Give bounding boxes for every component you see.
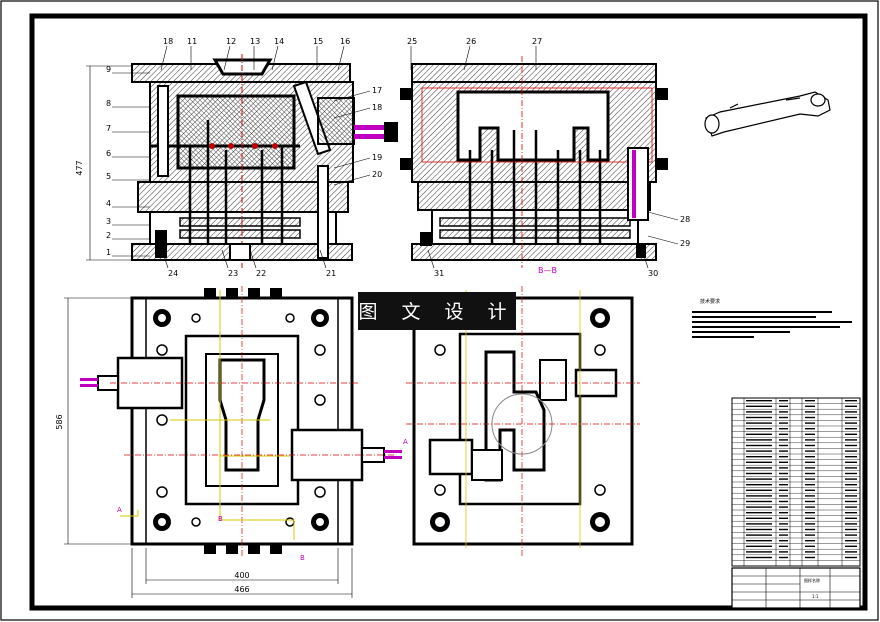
part-number: 18 <box>372 103 382 112</box>
part-callout: 6 <box>106 149 150 158</box>
plan-view-moving-half <box>80 286 402 558</box>
watermark-text: 图 文 设 计 <box>358 301 515 323</box>
part-number: 11 <box>187 37 197 46</box>
watermark: 图 文 设 计 <box>358 292 516 330</box>
technical-notes: 技术要求 <box>692 298 852 338</box>
part-callout: 28 <box>647 211 690 224</box>
part-number: 31 <box>434 269 444 278</box>
view-marker-a-right: A <box>403 438 408 446</box>
part-number: 7 <box>106 124 111 133</box>
part-callout: 19 <box>333 153 382 169</box>
part-callout: 15 <box>313 37 323 70</box>
side-section-view <box>400 56 668 268</box>
part-number: 26 <box>466 37 476 46</box>
inner-frame <box>29 13 868 611</box>
part-number: 14 <box>274 37 284 46</box>
part-callout: 24 <box>161 249 178 278</box>
top-part-callouts: 18 11 12 13 14 15 16 25 26 27 <box>160 37 542 71</box>
part-number: 17 <box>372 86 382 95</box>
part-number: 1 <box>106 248 111 257</box>
part-callout: 18 <box>333 103 382 119</box>
part-callout: 20 <box>333 170 382 186</box>
bottom-part-callouts: 24 23 22 21 31 30 <box>161 249 658 278</box>
part-callout: 3 <box>106 217 150 226</box>
part-callout: 21 <box>319 249 336 278</box>
part-callout: 1 <box>106 248 150 257</box>
part-number: 29 <box>680 239 690 248</box>
part-number: 3 <box>106 217 111 226</box>
part-number: 5 <box>106 172 111 181</box>
dim-height-main-text: 477 <box>75 160 84 175</box>
part-callout: 13 <box>250 37 260 70</box>
part-callout: 18 <box>160 37 173 71</box>
product-isometric <box>704 91 831 137</box>
dim-width-outer-text: 466 <box>234 585 249 594</box>
part-number: 30 <box>648 269 658 278</box>
part-callout: 17 <box>333 86 382 102</box>
part-callout: 12 <box>223 37 236 71</box>
plan-view-fixed-half <box>406 286 640 558</box>
dimension-height-main <box>86 65 132 261</box>
dim-width-inner-text: 400 <box>234 571 249 580</box>
bill-of-materials <box>731 397 861 567</box>
view-marker-b-mid: B <box>218 515 223 523</box>
left-part-callouts: 1 2 3 4 5 6 7 8 9 <box>106 65 150 257</box>
part-callout: 16 <box>337 37 350 71</box>
part-number: 25 <box>407 37 417 46</box>
part-callout: 2 <box>106 231 150 240</box>
part-callout: 14 <box>271 37 284 71</box>
part-number: 24 <box>168 269 178 278</box>
part-number: 27 <box>532 37 542 46</box>
part-callout: 22 <box>249 249 266 278</box>
title-block: 图样名称 1:1 <box>731 567 861 609</box>
part-number: 22 <box>256 269 266 278</box>
part-callout: 7 <box>106 124 150 133</box>
titleblock-scale: 1:1 <box>812 594 819 599</box>
part-number: 6 <box>106 149 111 158</box>
right-callouts-main: 17 18 19 20 <box>333 86 382 186</box>
part-number: 15 <box>313 37 323 46</box>
part-callout: 4 <box>106 199 150 208</box>
part-number: 28 <box>680 215 690 224</box>
part-number: 2 <box>106 231 111 240</box>
section-label: B—B <box>538 266 557 275</box>
part-callout: 29 <box>647 235 690 248</box>
part-callout: 23 <box>221 249 238 278</box>
part-number: 8 <box>106 99 111 108</box>
part-callout: 11 <box>187 37 197 70</box>
dimension-plan <box>64 297 353 598</box>
part-number: 4 <box>106 199 111 208</box>
part-number: 9 <box>106 65 111 74</box>
front-section-view <box>131 54 398 268</box>
part-number: 19 <box>372 153 382 162</box>
part-callout: 8 <box>106 99 150 108</box>
right-callouts-side: 28 29 <box>647 211 690 248</box>
part-number: 16 <box>340 37 350 46</box>
part-number: 12 <box>226 37 236 46</box>
dim-height-plan-text: 586 <box>55 414 64 429</box>
part-number: 20 <box>372 170 382 179</box>
titleblock-label: 图样名称 <box>804 577 820 583</box>
part-number: 13 <box>250 37 260 46</box>
notes-title: 技术要求 <box>700 298 720 305</box>
part-callout: 9 <box>106 65 150 74</box>
part-callout: 5 <box>106 172 150 181</box>
view-marker-b-bottom: B <box>300 554 305 562</box>
view-marker-a-left: A <box>117 506 122 514</box>
part-number: 21 <box>326 269 336 278</box>
part-number: 18 <box>163 37 173 46</box>
part-number: 23 <box>228 269 238 278</box>
